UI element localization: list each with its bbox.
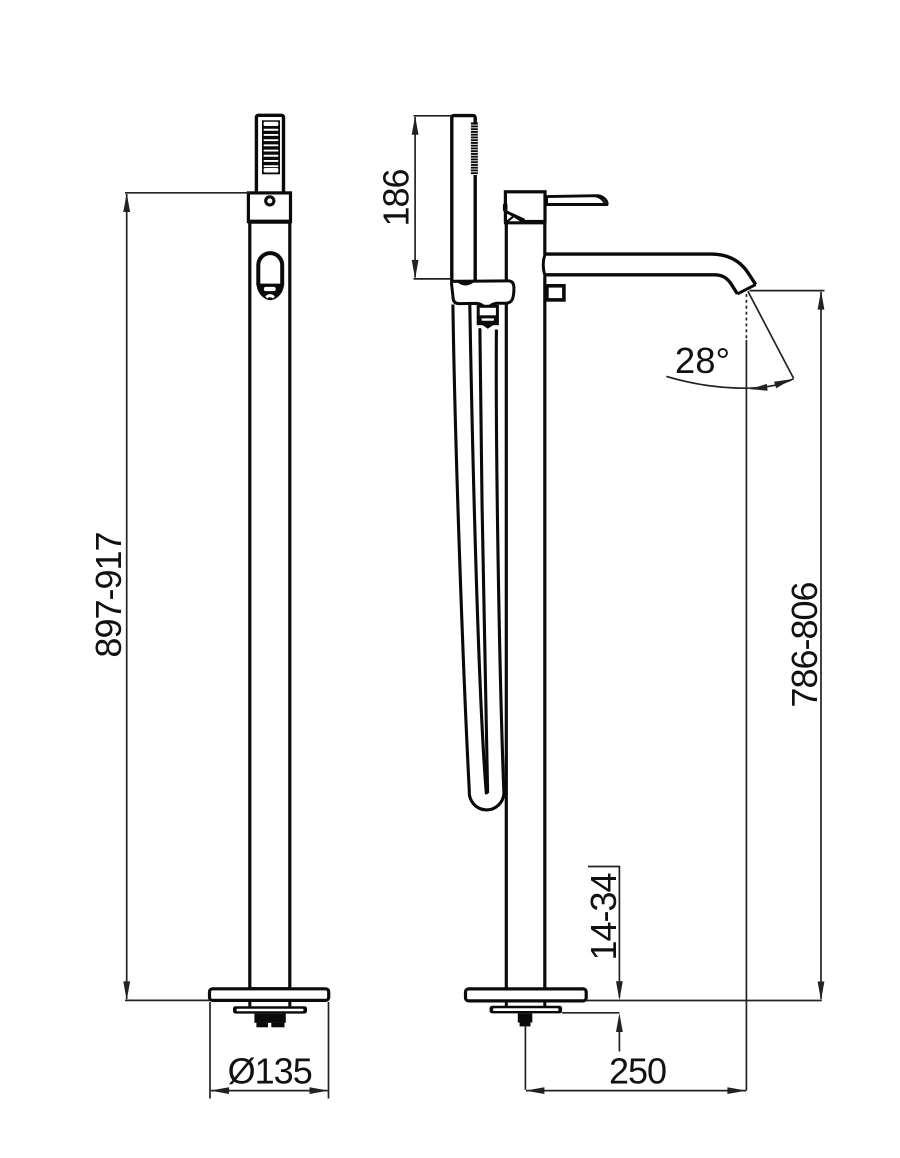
svg-text:897-917: 897-917 xyxy=(88,532,129,657)
svg-text:14-34: 14-34 xyxy=(583,873,624,960)
svg-text:186: 186 xyxy=(376,169,417,226)
svg-text:786-806: 786-806 xyxy=(784,582,825,707)
svg-text:28°: 28° xyxy=(675,340,730,381)
svg-text:250: 250 xyxy=(609,1051,666,1092)
svg-text:Ø135: Ø135 xyxy=(228,1051,312,1092)
